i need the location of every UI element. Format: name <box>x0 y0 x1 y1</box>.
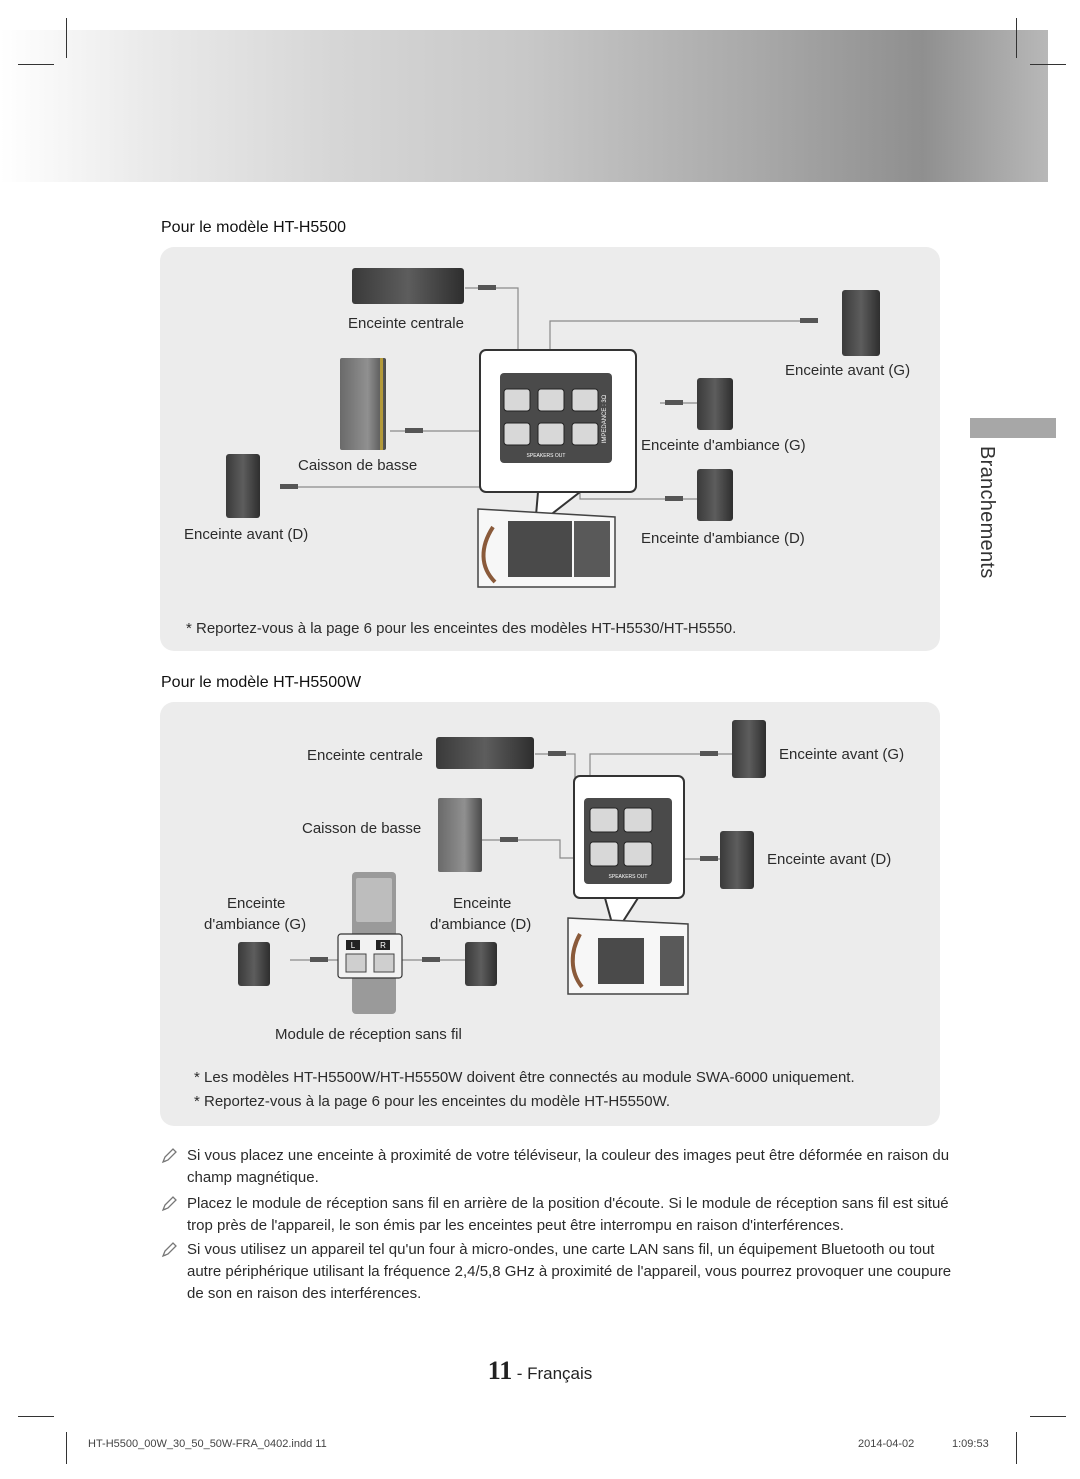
surround-left-speaker-icon <box>697 378 733 430</box>
label-surround-left-line1: Enceinte <box>227 895 286 912</box>
tip-text: Si vous placez une enceinte à proximité … <box>187 1147 950 1186</box>
tip-text: Placez le module de réception sans fil e… <box>187 1195 949 1234</box>
section-note-h5500: * Reportez-vous à la page 6 pour les enc… <box>186 620 737 637</box>
subwoofer-icon <box>340 358 386 450</box>
surround-right-speaker-icon <box>697 469 733 521</box>
section-note-h5500w-2: * Reportez-vous à la page 6 pour les enc… <box>194 1093 671 1110</box>
diagram-panel-h5500w <box>160 702 940 1126</box>
front-right-speaker-icon <box>720 831 754 889</box>
subwoofer-icon <box>438 798 482 872</box>
center-speaker-icon <box>352 268 464 304</box>
svg-text:R: R <box>380 941 386 950</box>
label-front-left: Enceinte avant (G) <box>785 362 911 379</box>
tip-text: Si vous utilisez un appareil tel qu'un f… <box>187 1241 952 1302</box>
label-front-right: Enceinte avant (D) <box>767 851 892 868</box>
label-center-speaker: Enceinte centrale <box>307 747 423 764</box>
footer-filename: HT-H5500_00W_30_50_50W-FRA_0402.indd 11 <box>88 1438 327 1450</box>
section-title-h5500w: Pour le modèle HT-H5500W <box>161 674 362 691</box>
svg-text:SPEAKERS OUT: SPEAKERS OUT <box>527 453 566 459</box>
tip-item: Si vous utilisez un appareil tel qu'un f… <box>160 1239 960 1305</box>
pencil-icon <box>161 1148 177 1164</box>
label-surround-left-line2: d'ambiance (G) <box>204 916 307 933</box>
label-surround-right-line1: Enceinte <box>453 895 512 912</box>
svg-text:IMPEDANCE : 3Ω: IMPEDANCE : 3Ω <box>602 394 608 443</box>
crop-mark <box>1030 64 1066 65</box>
label-surround-left: Enceinte d'ambiance (G) <box>641 437 806 454</box>
front-right-speaker-icon <box>226 454 260 518</box>
crop-mark <box>1016 1432 1017 1464</box>
footer-date: 2014-04-02 <box>858 1438 915 1450</box>
label-surround-right-line2: d'ambiance (D) <box>430 916 532 933</box>
connection-diagram-h5500w: L R SPEAKERS OUT <box>238 720 766 1014</box>
tip-item: Si vous placez une enceinte à proximité … <box>160 1145 960 1189</box>
surround-right-speaker-icon <box>465 942 497 986</box>
svg-text:SPEAKERS OUT: SPEAKERS OUT <box>609 874 648 880</box>
crop-mark <box>1030 1416 1066 1417</box>
crop-mark <box>66 18 67 58</box>
label-surround-right: Enceinte d'ambiance (D) <box>641 530 805 547</box>
crop-mark <box>18 1416 54 1417</box>
front-left-speaker-icon <box>732 720 766 778</box>
crop-mark <box>1016 18 1017 58</box>
page-language: - Français <box>516 1364 593 1383</box>
section-note-h5500w-1: * Les modèles HT-H5500W/HT-H5550W doiven… <box>194 1069 855 1086</box>
page-number: 11 - Français <box>0 1356 1080 1386</box>
pencil-icon <box>161 1196 177 1212</box>
label-subwoofer: Caisson de basse <box>298 457 418 474</box>
header-band <box>0 30 1048 182</box>
label-subwoofer: Caisson de basse <box>302 820 422 837</box>
label-front-left: Enceinte avant (G) <box>779 746 905 763</box>
connection-diagram-h5500: SPEAKERS OUT IMPEDANCE : 3Ω <box>226 268 880 588</box>
crop-mark <box>66 1432 67 1464</box>
page-number-value: 11 <box>487 1356 513 1385</box>
label-front-right: Enceinte avant (D) <box>184 526 309 543</box>
pencil-icon <box>161 1242 177 1258</box>
footer-time: 1:09:53 <box>952 1438 989 1450</box>
front-left-speaker-icon <box>842 290 880 356</box>
section-title-h5500: Pour le modèle HT-H5500 <box>161 219 346 236</box>
chapter-tab-label: Branchements <box>976 446 998 579</box>
label-wireless-module: Module de réception sans fil <box>275 1026 462 1043</box>
tip-item: Placez le module de réception sans fil e… <box>160 1193 960 1237</box>
chapter-tab-marker <box>970 418 1056 438</box>
surround-left-speaker-icon <box>238 942 270 986</box>
center-speaker-icon <box>436 737 534 769</box>
crop-mark <box>18 64 54 65</box>
label-center-speaker: Enceinte centrale <box>348 315 464 332</box>
svg-text:L: L <box>351 941 356 950</box>
